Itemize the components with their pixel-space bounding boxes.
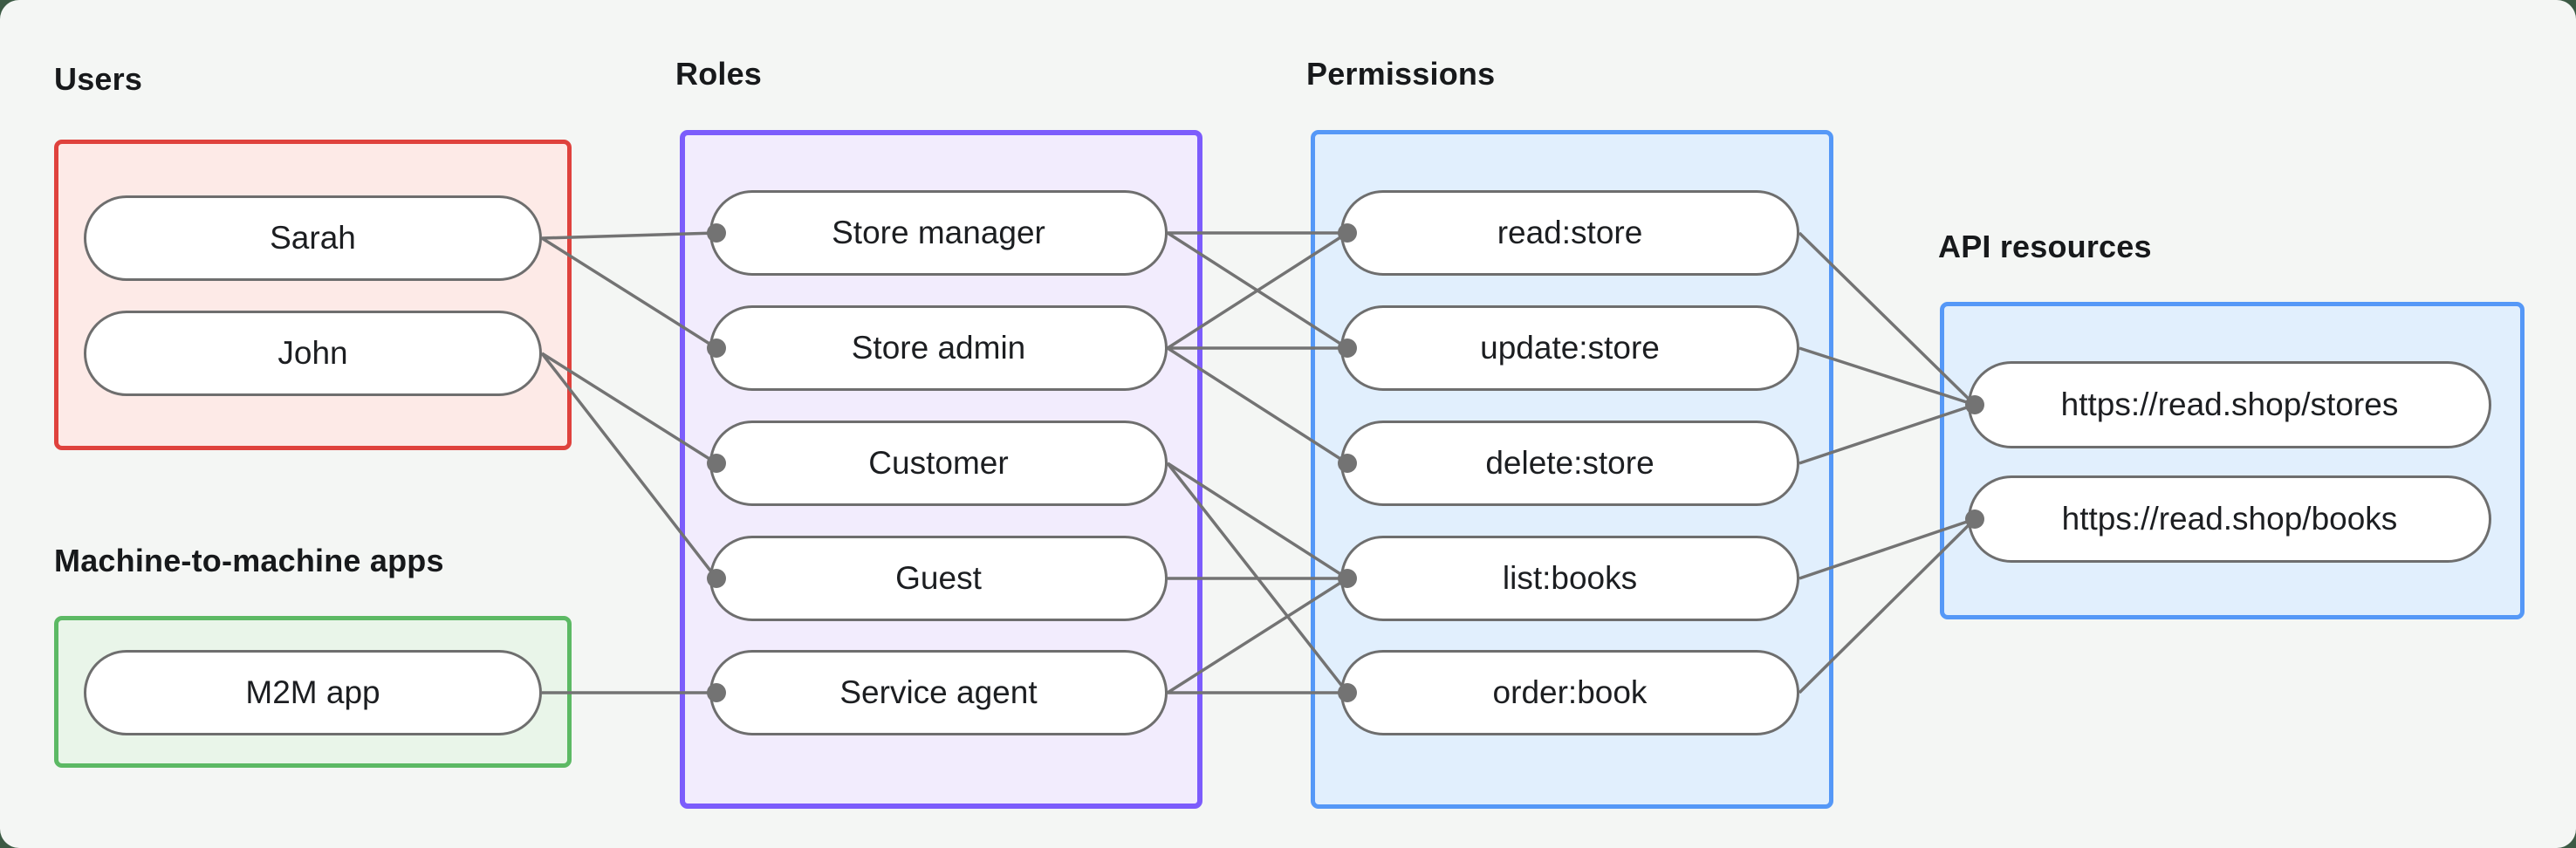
node-guest: Guest bbox=[709, 536, 1168, 621]
node-delete-store: delete:store bbox=[1340, 421, 1799, 506]
node-m2m-app: M2M app bbox=[84, 650, 542, 735]
users-section-title: Users bbox=[54, 61, 143, 97]
node-api-resource-books: https://read.shop/books bbox=[1968, 475, 2491, 563]
node-list-books: list:books bbox=[1340, 536, 1799, 621]
api-resources-section-title: API resources bbox=[1938, 229, 2152, 264]
node-store-manager: Store manager bbox=[709, 190, 1168, 276]
roles-section-title: Roles bbox=[675, 56, 763, 92]
node-api-resource-stores: https://read.shop/stores bbox=[1968, 361, 2491, 448]
node-update-store: update:store bbox=[1340, 305, 1799, 391]
m2m-section-title: Machine-to-machine apps bbox=[54, 543, 444, 578]
node-customer: Customer bbox=[709, 421, 1168, 506]
node-order-book: order:book bbox=[1340, 650, 1799, 735]
node-service-agent: Service agent bbox=[709, 650, 1168, 735]
node-store-admin: Store admin bbox=[709, 305, 1168, 391]
node-read-store: read:store bbox=[1340, 190, 1799, 276]
api-resources-group-box bbox=[1940, 302, 2525, 619]
node-john: John bbox=[84, 311, 542, 396]
users-group-box bbox=[54, 140, 572, 450]
node-sarah: Sarah bbox=[84, 195, 542, 281]
permissions-section-title: Permissions bbox=[1306, 56, 1496, 92]
